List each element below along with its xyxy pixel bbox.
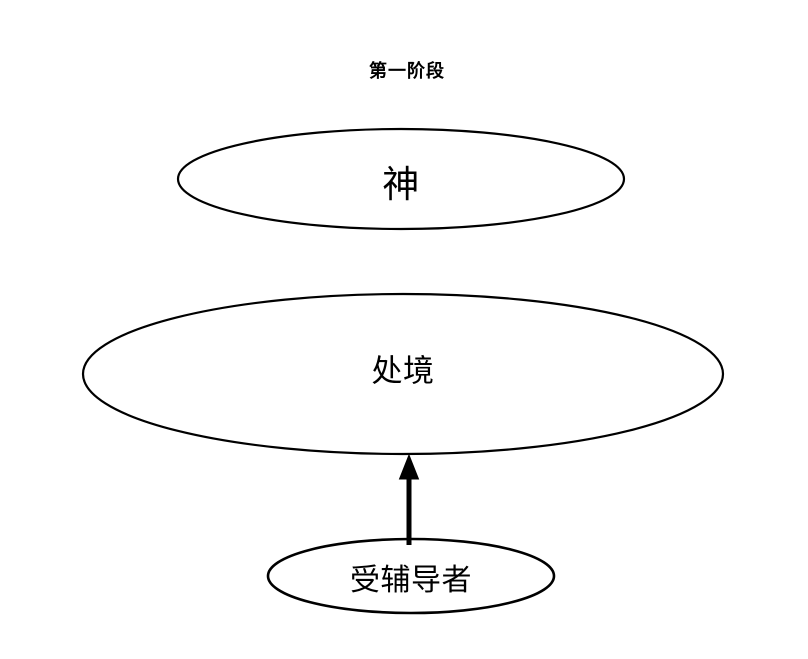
ellipse-node-situation[interactable] [81, 292, 725, 456]
page-title: 第一阶段 [369, 61, 445, 81]
node-label-god: 神 [382, 164, 420, 205]
arrow-counselee-to-situation[interactable] [398, 453, 420, 545]
node-label-counselee: 受辅导者 [350, 564, 472, 597]
node-label-situation: 处境 [371, 353, 435, 389]
ellipse-node-god[interactable] [176, 127, 626, 231]
arrow-head-icon [398, 453, 420, 480]
